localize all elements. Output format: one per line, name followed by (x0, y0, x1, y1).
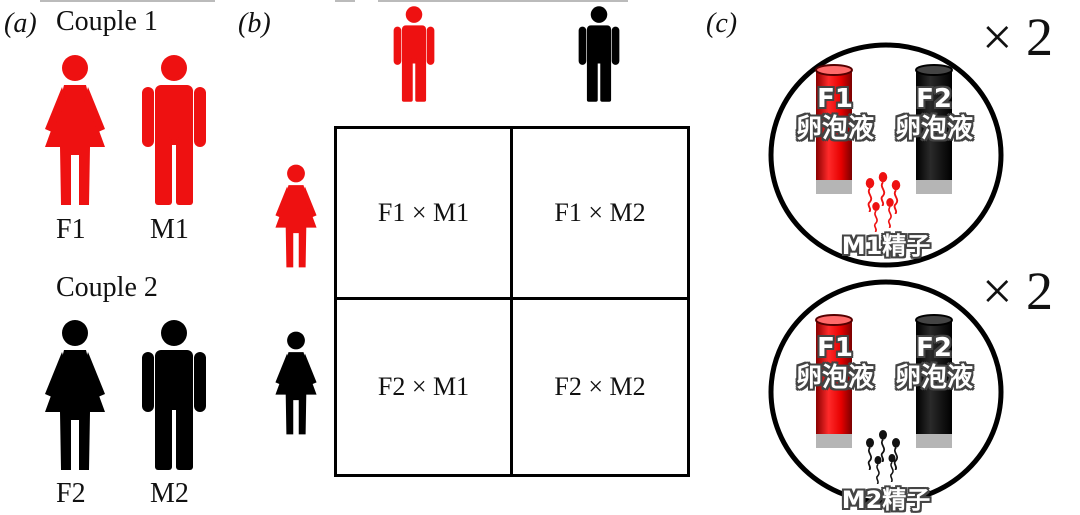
male-figure-icon (142, 55, 206, 205)
cross-cell-f1-m1: F1 × M1 (377, 198, 470, 227)
female-figure-icon (45, 55, 105, 205)
panel-c-label: (c) (706, 8, 738, 39)
test-tube-icon (915, 314, 953, 448)
cross-cell-f2-m2: F2 × M2 (554, 372, 646, 401)
tube-label: F2 卵泡液 (894, 333, 973, 393)
test-tube-icon (815, 314, 853, 448)
assay-circle (768, 42, 1004, 268)
couple2-title: Couple 2 (56, 272, 158, 303)
sperm-label: M1精子 (841, 232, 931, 260)
top-border-line (335, 0, 355, 2)
female-figure-icon (45, 320, 105, 470)
sperm-icon (864, 172, 902, 232)
female-figure-icon (275, 331, 317, 435)
multiplier-text: × 2 (982, 7, 1053, 67)
top-border-line (378, 0, 628, 2)
test-tube-icon (915, 64, 953, 194)
test-tube-icon (815, 64, 853, 194)
couple1-title: Couple 1 (56, 6, 158, 37)
male-figure-icon (393, 6, 435, 102)
female-label-f2: F2 (56, 478, 86, 509)
panel-a-label: (a) (4, 8, 37, 39)
cross-cell-f2-m1: F2 × M1 (377, 372, 470, 401)
cross-cell-f1-m2: F1 × M2 (554, 198, 646, 227)
sperm-icon (865, 430, 901, 484)
sperm-label: M2精子 (841, 486, 931, 514)
male-figure-icon (578, 6, 620, 102)
male-figure-icon (142, 320, 206, 470)
tube-label: F2 卵泡液 (894, 84, 973, 144)
female-label-f1: F1 (56, 214, 86, 245)
male-label-m2: M2 (150, 478, 189, 509)
male-label-m1: M1 (150, 214, 189, 245)
assay-circle (768, 279, 1004, 505)
female-figure-icon (275, 164, 317, 268)
top-border-line (40, 0, 215, 2)
multiplier-text: × 2 (982, 261, 1053, 321)
tube-label: F1 卵泡液 (795, 333, 874, 393)
tube-label: F1 卵泡液 (795, 84, 874, 144)
panel-b-label: (b) (238, 8, 271, 39)
